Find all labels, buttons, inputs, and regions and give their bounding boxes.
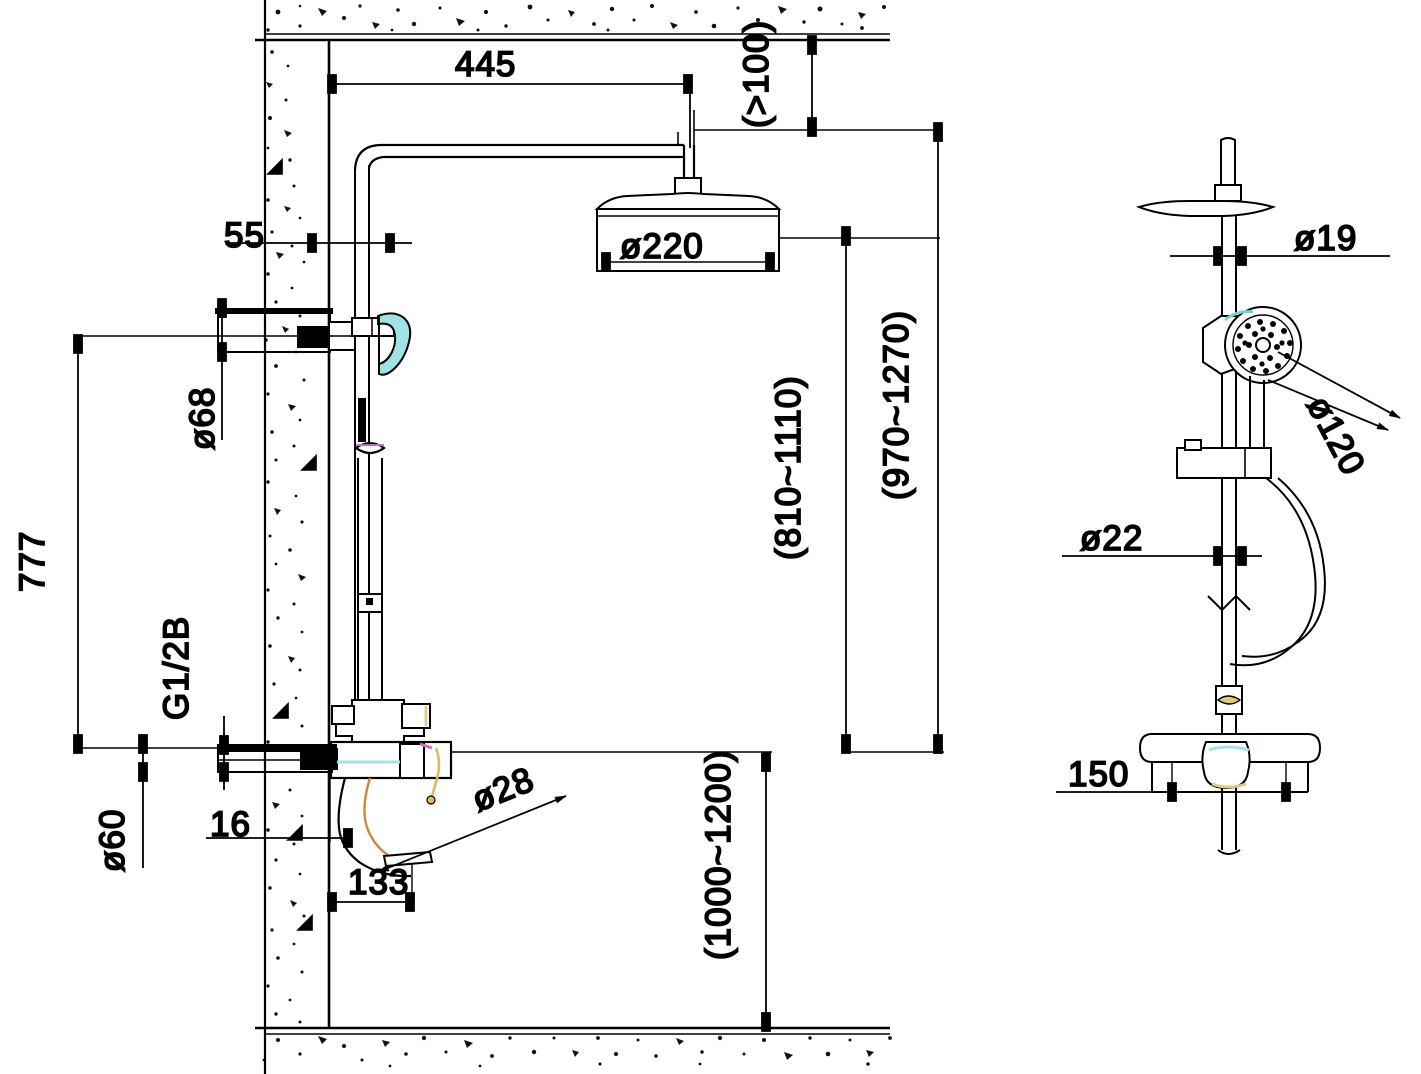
dim-120-label: ø120 (1299, 389, 1373, 481)
dim-133-label: 133 (348, 863, 409, 902)
side-mixer-accent-cold (1208, 745, 1250, 752)
dim-22-label: ø22 (1080, 519, 1143, 558)
svg-text:◢: ◢ (272, 696, 290, 721)
mixer-handle-knob (426, 795, 436, 805)
mixer-handle-lever (430, 747, 441, 797)
head-dome (594, 191, 782, 210)
concrete-hatch-ceiling (266, 4, 886, 32)
arm-top-line (353, 143, 684, 171)
concrete-hatch-wall: ◢ ◢ ◢ ◢ ◢ (264, 50, 318, 1024)
rail-clip-upper (358, 398, 366, 442)
dim-68-label: ø68 (183, 387, 222, 450)
dim-g12b-label: G1/2B (157, 616, 196, 720)
side-union-accent (1216, 695, 1242, 705)
dim-150-label: 150 (1068, 755, 1129, 794)
side-hand-shower (1202, 306, 1302, 452)
side-stem-nut (1214, 184, 1242, 202)
dim-28-leader (377, 795, 567, 873)
arm-inner-line (367, 155, 684, 169)
side-head-disc (1135, 200, 1277, 217)
side-hose-inner (1241, 477, 1326, 658)
spout-inner-accent (363, 777, 397, 862)
dim-60-label: ø60 (93, 809, 132, 872)
side-mixer-accent-hot (1211, 782, 1247, 789)
side-handshower-jets (1235, 319, 1293, 374)
mixer-wall-union (300, 748, 338, 770)
bracket-wall-plug (297, 326, 329, 348)
dim-120-leader2 (1267, 379, 1389, 431)
dim-810-1110-label: (810~1110) (769, 375, 808, 560)
hand-shower-head (377, 312, 412, 376)
svg-text:◢: ◢ (266, 152, 284, 177)
dim-55-label: 55 (224, 216, 265, 255)
bracket-arm (217, 311, 331, 353)
side-top-stem (1220, 137, 1236, 186)
mixer-body (329, 740, 453, 780)
rail-mid-screw (366, 598, 373, 605)
front-view-assembly (215, 110, 782, 878)
dim-1000-1200-label: (1000~1200) (699, 750, 738, 960)
side-slider-bracket (1176, 447, 1272, 479)
diverter-left-port (331, 705, 355, 725)
side-slider-tab (1184, 439, 1202, 451)
dim-120-leader (1277, 351, 1401, 419)
dim-777-label: 777 (13, 531, 52, 592)
mixer-accent-hot (419, 742, 433, 750)
dim-445-label: 445 (455, 45, 516, 84)
svg-text:◢: ◢ (286, 818, 304, 843)
dim-970-1270-label: (970~1270) (877, 310, 916, 500)
concrete-hatch-floor (262, 1035, 892, 1068)
dim-220-label: ø220 (620, 227, 704, 266)
rail-slider-knob-lower (355, 447, 385, 454)
side-handshower-ring (1232, 314, 1294, 376)
dim-gt100-label: (>100) (737, 20, 776, 128)
dim-16-label: 16 (210, 805, 251, 844)
side-hose-outer (1229, 477, 1317, 667)
front-dimensions: 445 (>100) ø220 55 ø68 777 G1/2B ø60 (12, 19, 944, 1032)
side-view-assembly (1135, 137, 1326, 855)
side-handshower-accent (1224, 310, 1254, 322)
side-riser-break (1207, 594, 1251, 612)
head-nut (674, 177, 702, 195)
svg-text:◢: ◢ (296, 908, 314, 933)
side-lower-riser-cap (1217, 849, 1241, 855)
side-handshower-centre (1255, 337, 1271, 353)
dim-19-label: ø19 (1294, 219, 1357, 258)
svg-text:◢: ◢ (300, 448, 318, 473)
mixer-cartridge (399, 743, 425, 779)
wall-outline (255, 0, 890, 1074)
head-body (596, 208, 780, 272)
